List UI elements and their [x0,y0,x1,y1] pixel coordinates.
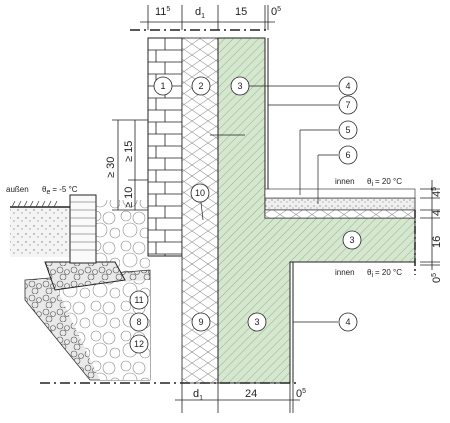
svg-text:8: 8 [136,317,141,327]
callout-1: 1 [153,76,173,96]
callout-6: 6 [338,145,358,165]
dim-right-45: 45 [431,187,443,197]
callout-3-lower: 3 [247,312,267,332]
drain-post-lines [70,201,96,251]
svg-text:1: 1 [160,81,165,91]
dim-bottom-d1: d1 [193,388,203,402]
callout-2: 2 [191,76,211,96]
brick-courses [148,37,182,256]
dim-right-05: 05 [431,273,443,283]
svg-text:4: 4 [345,317,350,327]
svg-text:12: 12 [134,339,144,349]
right-dimension-lines [420,180,440,270]
label-inside-top-temp: θi= 20 °C [367,177,402,188]
callout-3-slab: 3 [342,230,362,250]
svg-text:10: 10 [195,188,205,198]
drain-post [69,194,97,264]
callout-4-lower: 4 [338,312,358,332]
dim-right-16: 16 [431,236,443,248]
svg-text:9: 9 [198,317,203,327]
svg-text:4: 4 [345,81,350,91]
callout-8: 8 [129,312,149,332]
top-dimension-lines [140,5,275,30]
callout-7: 7 [338,95,358,115]
dim-bottom-finish: 05 [296,388,306,400]
callouts: 1 2 3 4 7 5 6 10 3 11 8 12 9 3 4 [129,76,362,354]
svg-text:3: 3 [237,81,242,91]
dim-bottom-wall: 24 [245,388,257,400]
left-dimension-lines [112,119,148,211]
svg-text:7: 7 [345,100,350,110]
floor-screed [264,197,416,211]
dim-top-d1: d1 [195,6,205,20]
svg-text:3: 3 [349,235,354,245]
label-inside-top: innen [335,177,355,186]
callout-4-upper: 4 [338,76,358,96]
svg-text:11: 11 [134,295,143,305]
gravel-bed-coarse [55,280,150,380]
dim-top-finish: 05 [271,6,281,18]
callout-9: 9 [191,312,211,332]
dim-left-30: ≥ 30 [105,157,117,178]
label-outside: außen [6,185,29,194]
svg-text:5: 5 [345,125,350,135]
callout-11: 11 [129,290,149,310]
svg-text:2: 2 [198,81,203,91]
callout-5: 5 [338,120,358,140]
dim-left-15: ≥ 15 [123,141,135,162]
callout-3-upper: 3 [230,76,250,96]
floor-top [264,209,416,219]
svg-text:3: 3 [254,317,259,327]
callout-12: 12 [129,334,149,354]
dim-top-wall: 15 [235,6,247,18]
label-inside-bottom: innen [335,268,355,277]
grass-hatch [11,200,58,208]
dim-top-brick: 115 [155,6,170,18]
label-outside-temp: θe= -5 °C [42,185,78,196]
dim-right-4: 4 [431,210,443,216]
floor-insulation [264,188,416,199]
bottom-dimension-lines [175,383,300,413]
dim-left-10: ≥ 10 [123,187,135,208]
label-inside-bottom-temp: θi= 20 °C [367,268,402,279]
svg-text:6: 6 [345,150,350,160]
callout-10: 10 [190,183,210,203]
